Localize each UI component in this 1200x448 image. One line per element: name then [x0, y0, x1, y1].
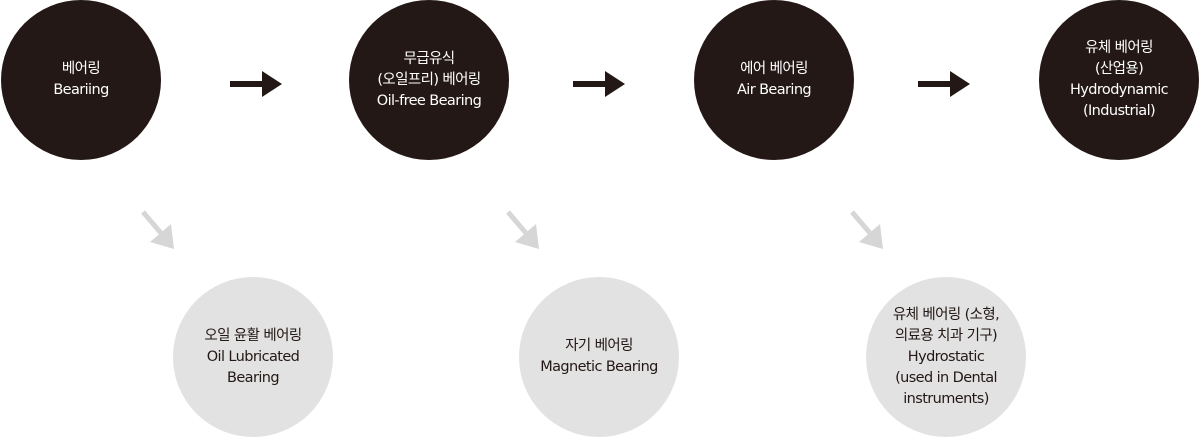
arrow-right-icon — [573, 71, 625, 97]
node-label-line: Oil-free Bearing — [376, 92, 482, 109]
node-label-line: 유체 베어링 (소형, — [892, 306, 1000, 323]
node-label-line: Beariing — [53, 82, 109, 98]
node-label-line: 유체 베어링 — [1085, 40, 1153, 56]
node-label-line: instruments) — [903, 390, 989, 407]
node-label-line: Magnetic Bearing — [540, 359, 658, 375]
node-label-line: (used in Dental — [895, 369, 997, 386]
node-oil-free-bearing: 무급유식 (오일프리) 베어링 Oil-free Bearing — [349, 0, 509, 160]
arrow-down-right-icon — [850, 210, 883, 249]
node-magnetic-bearing: 자기 베어링 Magnetic Bearing — [519, 277, 679, 437]
node-label-line: Hydrodynamic — [1070, 82, 1169, 98]
node-hydrodynamic-bearing: 유체 베어링 (산업용) Hydrodynamic (Industrial) — [1039, 0, 1199, 160]
node-label-line: Air Bearing — [736, 82, 812, 98]
node-label-line: 무급유식 — [403, 50, 456, 67]
arrow-right-icon — [918, 71, 970, 97]
node-label-line: 오일 윤활 베어링 — [204, 327, 302, 344]
node-label-line: 자기 베어링 — [565, 338, 633, 354]
node-hydrostatic-bearing: 유체 베어링 (소형, 의료용 치과 기구) Hydrostatic (used… — [866, 277, 1026, 437]
node-bearing: 베어링 Beariing — [1, 0, 161, 160]
node-label-line: Bearing — [227, 369, 280, 386]
node-label-line: Oil Lubricated — [206, 348, 300, 365]
node-label-line: (Industrial) — [1082, 103, 1156, 119]
node-air-bearing: 에어 베어링 Air Bearing — [694, 0, 854, 160]
node-label-line: 에어 베어링 — [740, 61, 808, 77]
node-label-line: (오일프리) 베어링 — [377, 71, 481, 88]
node-label-line: 의료용 치과 기구) — [894, 327, 998, 344]
node-label-line: Hydrostatic — [907, 348, 985, 365]
node-oil-lubricated-bearing: 오일 윤활 베어링 Oil Lubricated Bearing — [173, 277, 333, 437]
arrow-down-right-icon — [506, 210, 539, 249]
arrow-down-right-icon — [141, 210, 174, 249]
arrow-right-icon — [230, 71, 282, 97]
node-label-line: 베어링 — [61, 61, 101, 77]
node-label-line: (산업용) — [1094, 61, 1144, 77]
